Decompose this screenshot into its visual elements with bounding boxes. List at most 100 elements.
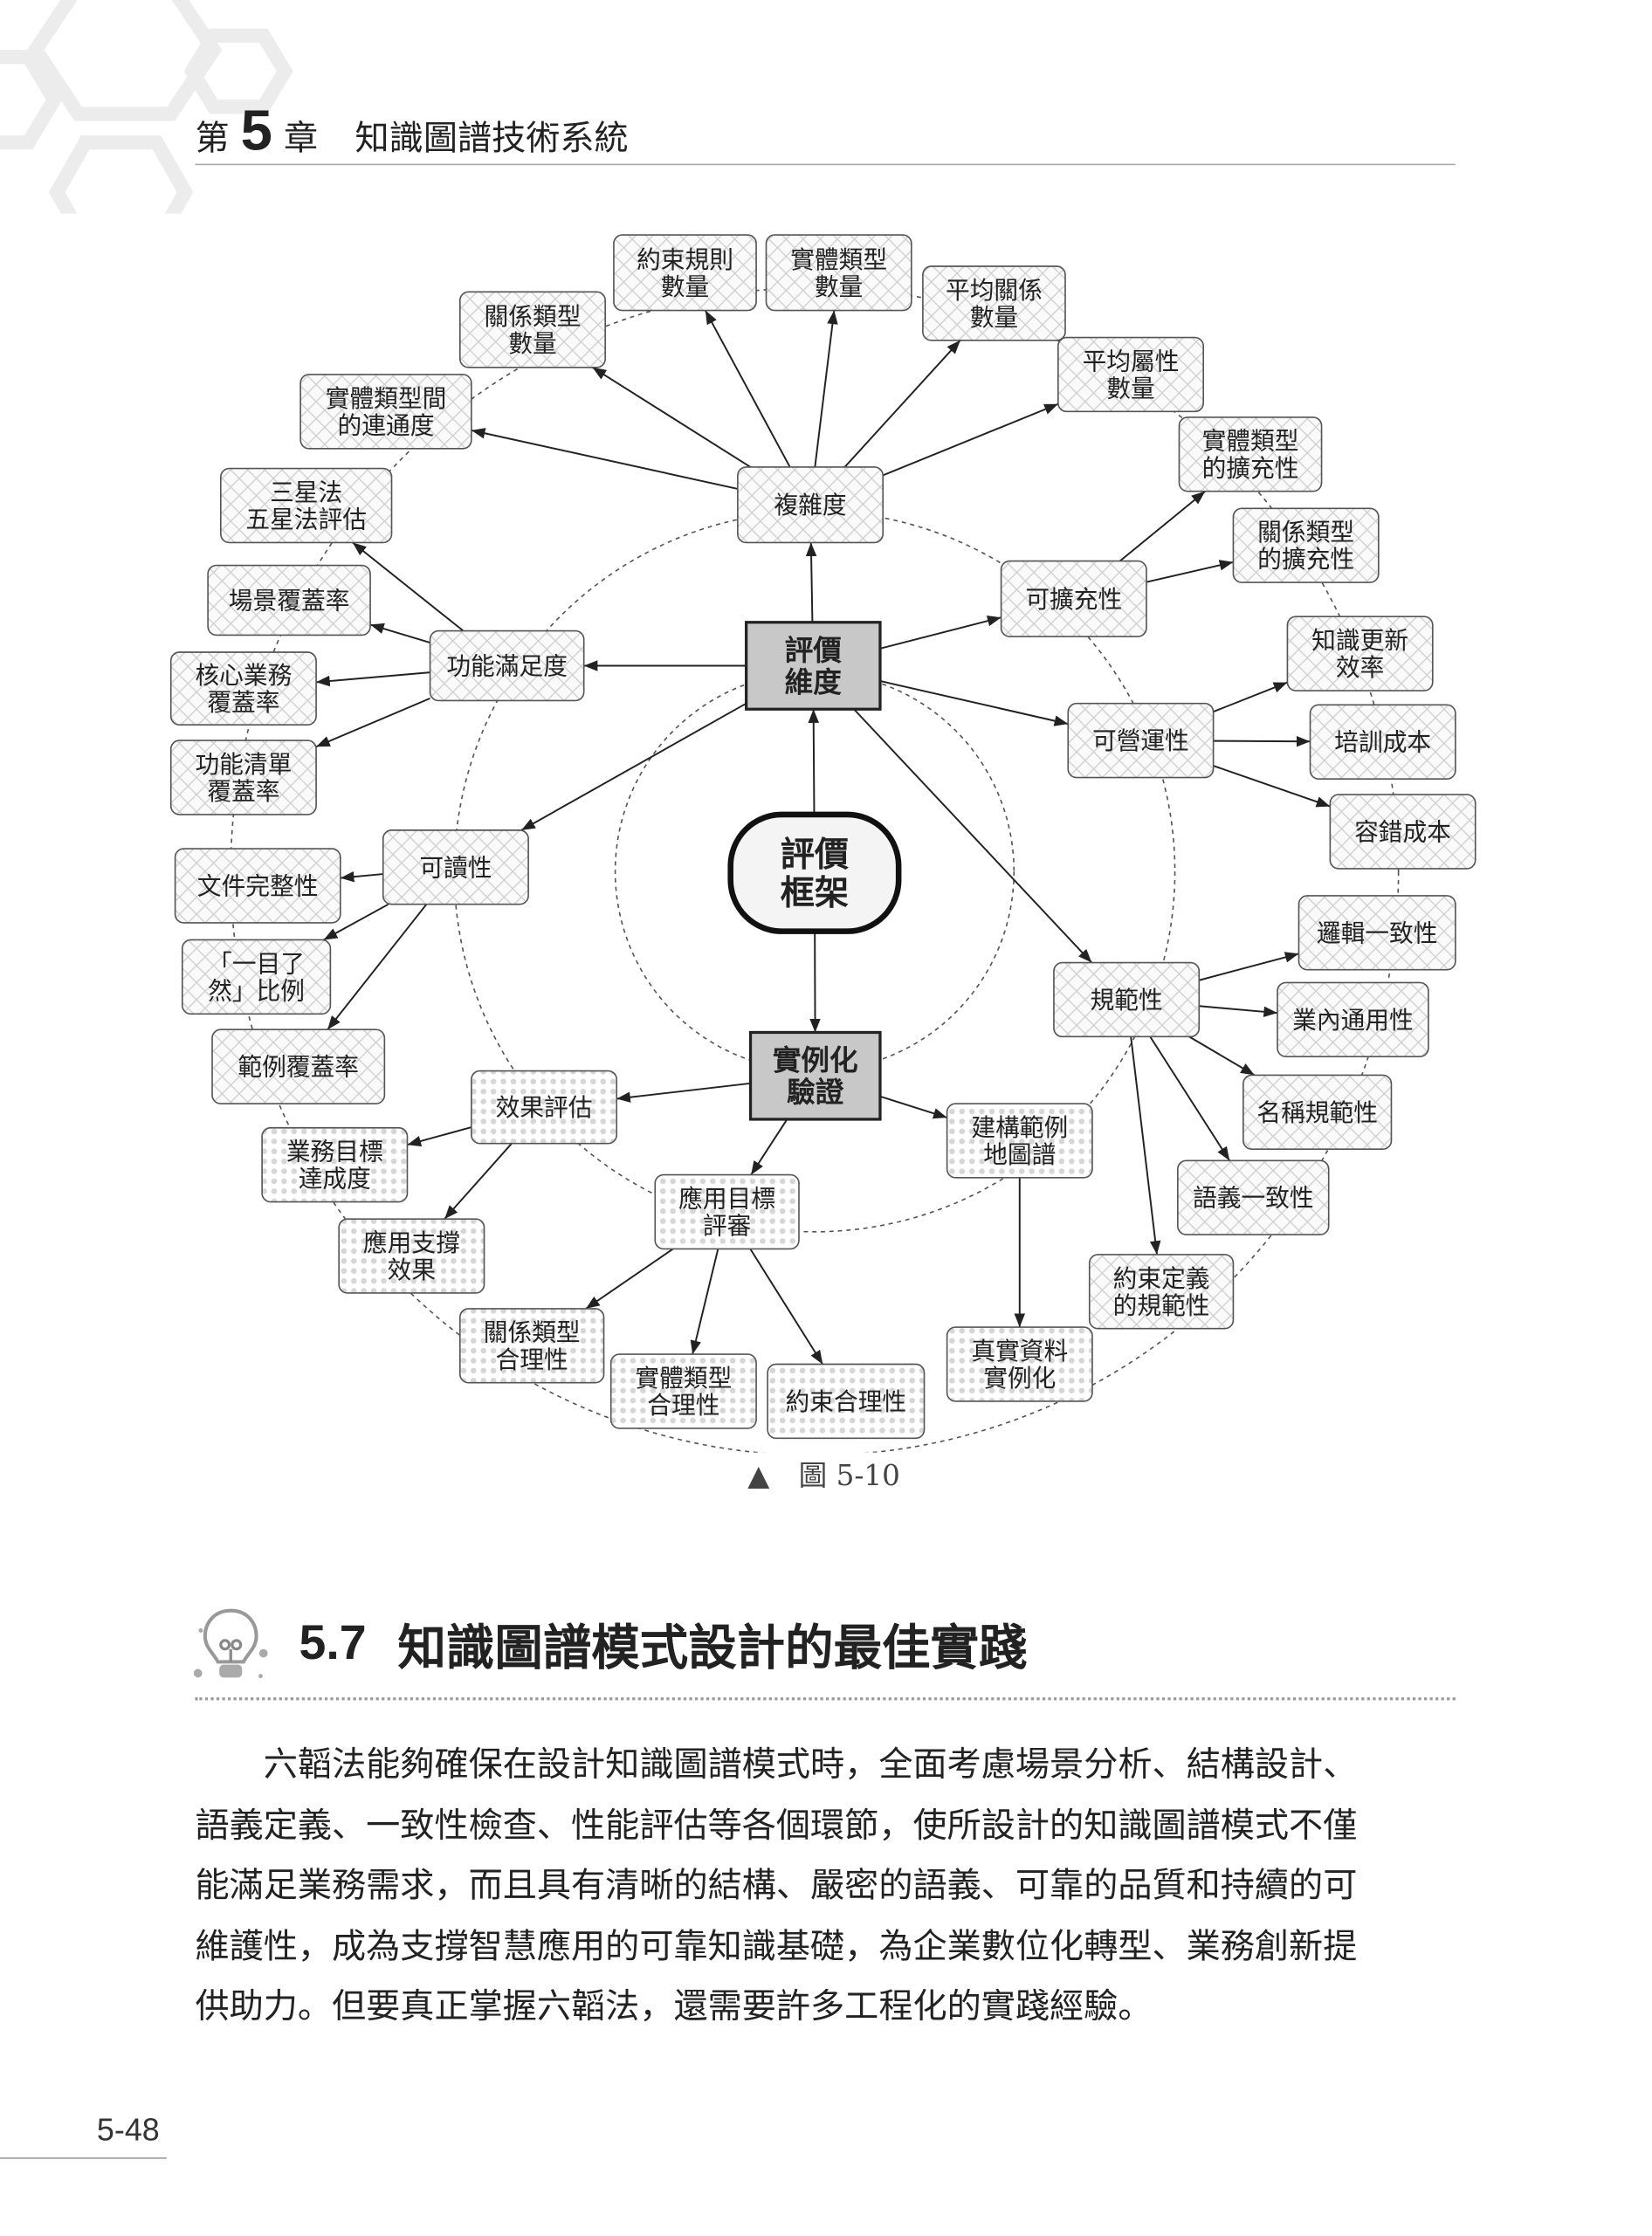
node-label: 然」比例 [208, 976, 305, 1005]
node-label: 評價 [781, 836, 850, 875]
node-label: 評價 [785, 634, 843, 667]
evaluation-framework-diagram: 評價維度實例化驗證複雜度約束規則數量實體類型數量平均關係數量平均屬性數量關係類型… [0, 0, 1652, 1453]
node-label: 數量 [815, 272, 863, 301]
node-label: 合理性 [496, 1345, 568, 1374]
edge-func-to-scene [370, 624, 430, 643]
node-label: 效果 [388, 1256, 436, 1284]
node-label: 的擴充性 [1202, 454, 1299, 483]
node-label: 驗證 [787, 1076, 844, 1109]
node-label: 地圖譜 [983, 1140, 1056, 1169]
page-number-rule [0, 2157, 167, 2159]
node-label: 關係類型 [484, 1318, 581, 1347]
node-label: 知識更新 [1311, 626, 1408, 655]
node-logic: 邏輯一致性 [1298, 896, 1455, 970]
edge-complexity-to-etype_count [815, 311, 834, 467]
edge-func-to-core [316, 672, 430, 682]
node-label: 評審 [703, 1211, 751, 1240]
lightbulb-icon [194, 1602, 268, 1685]
edge-dim-to-ops [880, 681, 1068, 724]
node-label: 覆蓋率 [207, 688, 279, 717]
edge-dim-to-read [521, 704, 747, 830]
node-label: 覆蓋率 [207, 777, 279, 806]
edge-read-to-example [327, 905, 426, 1030]
section-title: 知識圖譜模式設計的最佳實踐 [397, 1608, 1027, 1678]
node-example: 範例覆蓋率 [212, 1029, 384, 1104]
edge-scal-to-etype_ext [1120, 492, 1206, 561]
node-norm: 規範性 [1054, 963, 1199, 1037]
node-label: 約束合理性 [786, 1387, 907, 1416]
paragraph-line: 能滿足業務需求，而且具有清晰的結構、嚴密的語義、可靠的品質和持續的可 [195, 1855, 1463, 1916]
node-label: 可擴充性 [1025, 585, 1122, 614]
node-complexity: 複雜度 [738, 467, 883, 542]
node-scene: 場景覆蓋率 [208, 566, 370, 636]
edge-val-to-goal [751, 1119, 787, 1175]
edge-norm-to-naming [1189, 1036, 1255, 1075]
node-semantic: 語義一致性 [1178, 1160, 1329, 1235]
edge-complexity-to-avg_rel [844, 341, 960, 467]
node-naming: 名稱規範性 [1243, 1075, 1392, 1149]
node-label: 可讀性 [419, 853, 492, 882]
edge-dim-to-scal [880, 617, 1002, 649]
node-fault: 容錯成本 [1330, 795, 1475, 869]
edge-norm-to-semantic [1150, 1036, 1229, 1160]
node-label: 規範性 [1091, 986, 1163, 1015]
section-number: 5.7 [299, 1615, 367, 1671]
node-label: 業內通用性 [1292, 1006, 1414, 1035]
node-label: 邏輯一致性 [1317, 918, 1438, 947]
paragraph-line: 供助力。但要真正掌握六韜法，還需要許多工程化的實踐經驗。 [195, 1977, 1463, 2037]
caption-triangle: ▲ [747, 1458, 769, 1492]
edge-complexity-to-rule_count [706, 311, 790, 467]
paragraph-line: 六韜法能夠確保在設計知識圖譜模式時，全面考慮場景分析、結構設計、 [195, 1735, 1463, 1795]
node-industry: 業內通用性 [1277, 982, 1428, 1056]
node-label: 數量 [508, 329, 556, 358]
edge-complexity-to-rtype_count [593, 368, 751, 467]
node-read: 可讀性 [383, 830, 528, 905]
node-label: 數量 [661, 272, 709, 301]
node-label: 實體類型 [1202, 427, 1299, 456]
edge-ops-to-training [1214, 741, 1311, 742]
edge-norm-to-industry [1199, 1006, 1277, 1013]
node-func: 功能滿足度 [430, 631, 584, 701]
paragraph-line: 維護性，成為支撐智慧應用的可靠知識基礎，為企業數位化轉型、業務創新提 [195, 1916, 1463, 1977]
edge-val-to-effect [616, 1084, 750, 1099]
edge-effect-to-biz [407, 1127, 471, 1145]
node-label: 應用目標 [678, 1184, 775, 1213]
node-label: 名稱規範性 [1256, 1098, 1378, 1127]
edge-dim-to-complexity [811, 542, 813, 622]
node-label: 約束定義 [1113, 1264, 1210, 1293]
node-label: 的連通度 [338, 411, 435, 440]
node-label: 實體類型 [635, 1364, 732, 1393]
edge-effect-to-support [444, 1144, 512, 1219]
node-label: 的規範性 [1113, 1291, 1210, 1320]
node-label: 功能清單 [195, 750, 292, 779]
node-label: 維度 [785, 666, 843, 699]
body-paragraph: 六韜法能夠確保在設計知識圖譜模式時，全面考慮場景分析、結構設計、 語義定義、一致… [195, 1735, 1463, 2038]
node-label: 應用支撐 [363, 1228, 460, 1257]
node-label: 數量 [970, 303, 1018, 332]
node-label: 實例化 [983, 1364, 1056, 1393]
node-label: 五星法評估 [245, 506, 367, 534]
node-label: 場景覆蓋率 [229, 586, 350, 615]
node-label: 核心業務 [195, 661, 292, 690]
node-label: 「一目了 [208, 949, 305, 978]
node-label: 範例覆蓋率 [237, 1053, 359, 1082]
figure-caption: ▲ 圖 5-10 [747, 1453, 900, 1494]
edge-goal-to-rel_reason [586, 1249, 673, 1309]
edge-ops-to-update [1214, 683, 1288, 712]
edge-goal-to-ent_reason [692, 1249, 718, 1354]
